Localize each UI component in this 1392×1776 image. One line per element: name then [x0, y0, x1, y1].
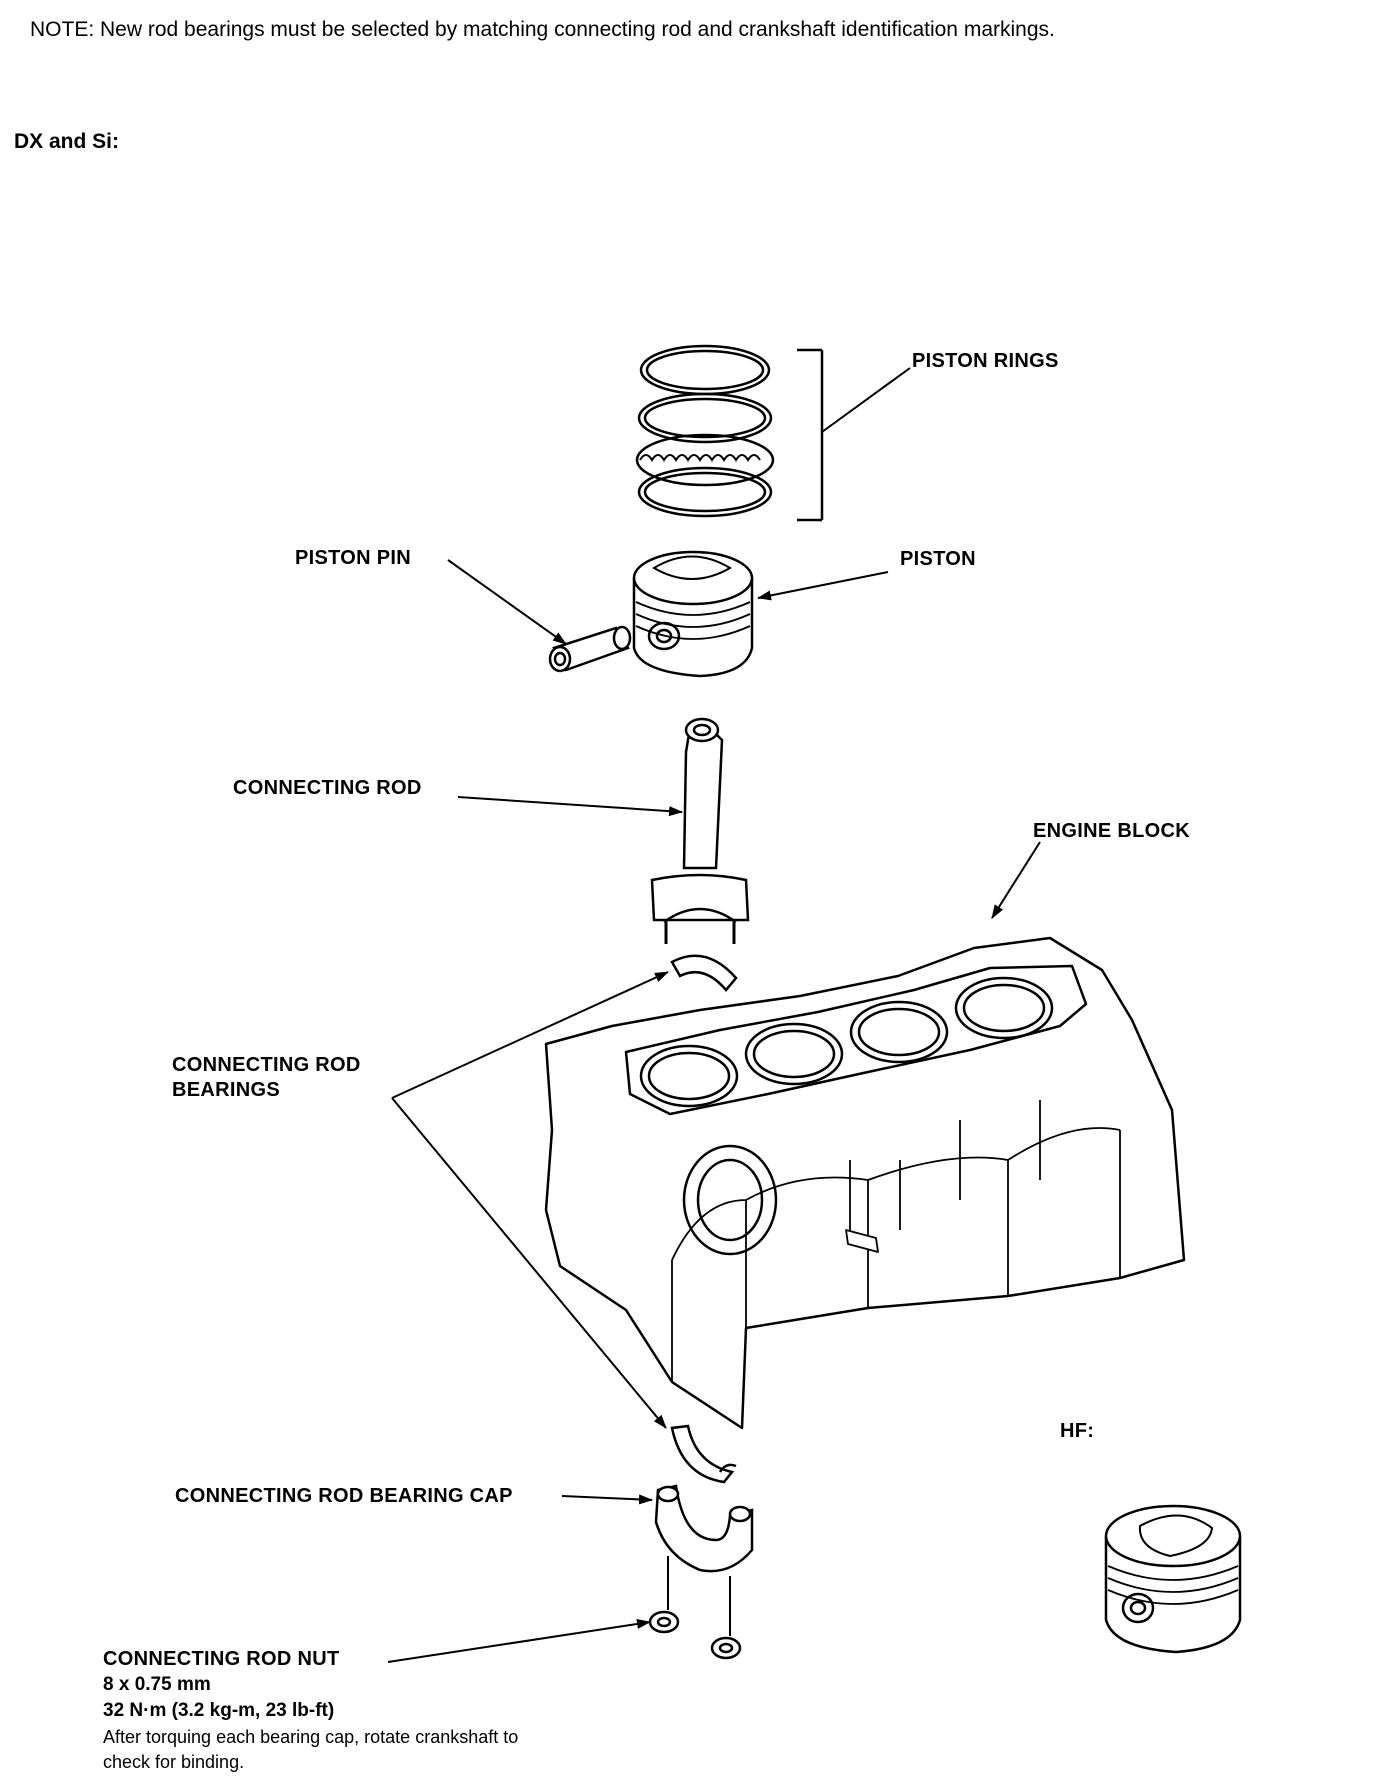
- note-text: NOTE: New rod bearings must be selected …: [30, 18, 1055, 41]
- label-piston: PISTON: [900, 548, 976, 570]
- rod-nut-instruction-line1: After torquing each bearing cap, rotate …: [103, 1727, 519, 1747]
- rod-nut-torque: 32 N·m (3.2 kg-m, 23 lb-ft): [103, 1700, 335, 1721]
- piston: [634, 552, 752, 676]
- hf-piston: [1106, 1506, 1240, 1652]
- label-bearing-cap: CONNECTING ROD BEARING CAP: [175, 1485, 513, 1507]
- rod-nut-size: 8 x 0.75 mm: [103, 1674, 211, 1695]
- piston-pin: [550, 627, 630, 671]
- leader-engine-block: [992, 842, 1040, 919]
- leader-bearing-cap: [562, 1494, 653, 1505]
- rod-nut-instruction-line2: check for binding.: [103, 1752, 245, 1772]
- rod-nuts: [650, 1556, 740, 1658]
- leader-rod-nut: [388, 1619, 651, 1662]
- connecting-rod: [652, 719, 748, 944]
- label-piston-pin: PISTON PIN: [295, 547, 411, 569]
- label-piston-rings: PISTON RINGS: [912, 350, 1059, 372]
- bearing-cap: [656, 1486, 752, 1571]
- label-rod-bearings-line2: BEARINGS: [172, 1079, 280, 1101]
- leader-piston-rings: [822, 368, 910, 432]
- leader-rod-bearings-lower: [392, 1098, 666, 1429]
- leader-piston-pin: [448, 560, 567, 644]
- lower-rod-bearing: [672, 1426, 736, 1482]
- engine-block: [546, 938, 1184, 1428]
- leader-connecting-rod: [458, 797, 683, 817]
- leader-rod-bearings-upper: [392, 972, 669, 1098]
- label-rod-nut: CONNECTING ROD NUT: [103, 1648, 340, 1670]
- section-hf-heading: HF:: [1060, 1420, 1095, 1442]
- leader-piston: [757, 572, 888, 601]
- section-dx-si-heading: DX and Si:: [14, 130, 120, 153]
- label-engine-block: ENGINE BLOCK: [1033, 820, 1190, 842]
- label-connecting-rod: CONNECTING ROD: [233, 777, 422, 799]
- piston-rings: [637, 346, 822, 520]
- label-rod-bearings-line1: CONNECTING ROD: [172, 1054, 361, 1076]
- upper-rod-bearing: [672, 956, 736, 990]
